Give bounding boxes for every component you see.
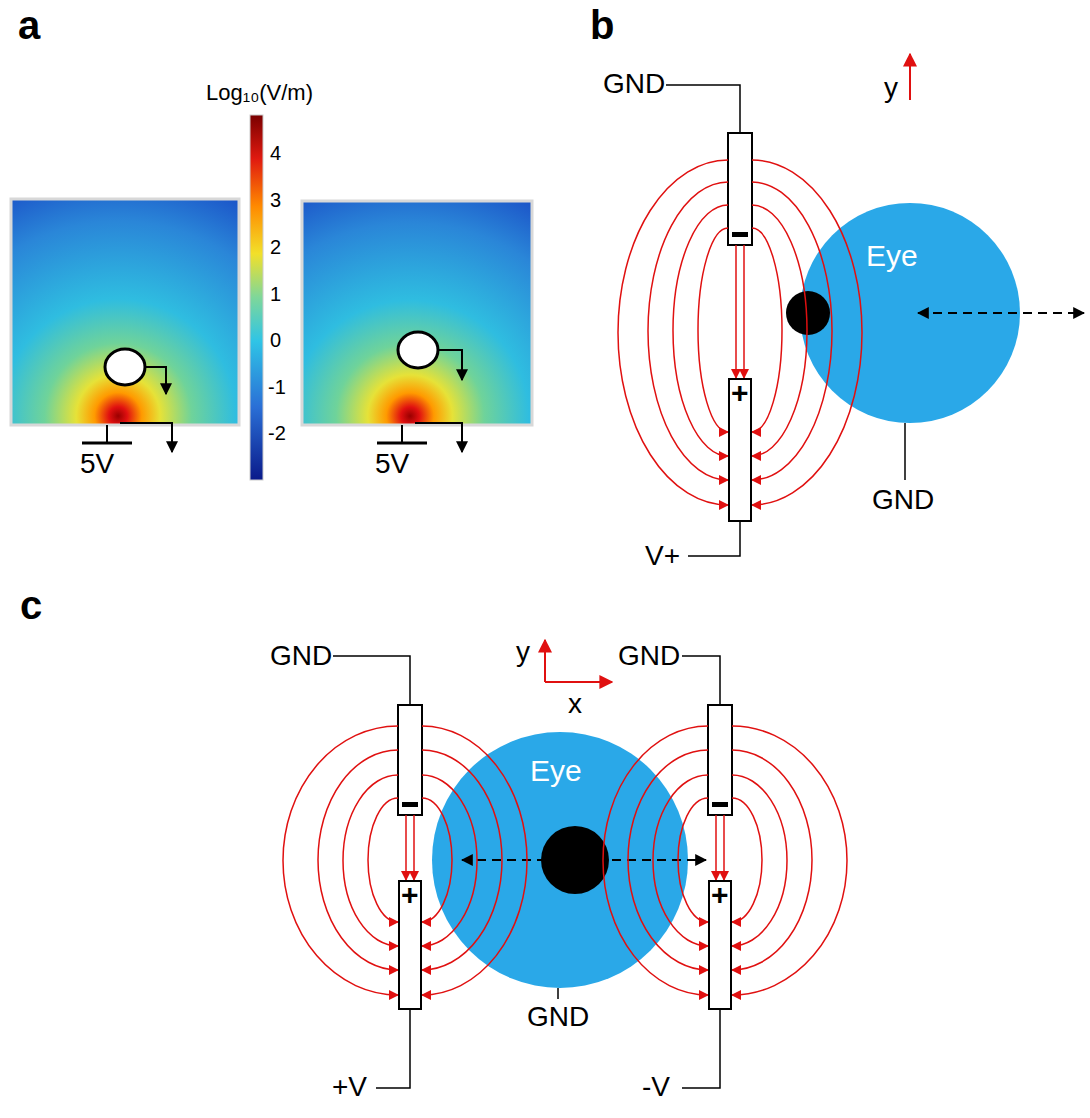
field-line [723,815,725,880]
field-line [678,798,708,922]
label: -1 [268,376,286,399]
field-line [422,798,452,922]
label: 5V [375,448,409,480]
motion-arrow [462,859,706,861]
field-line [343,775,398,946]
minus-mark [402,802,418,807]
eye-region: Eye [432,732,688,988]
field-line [618,160,728,505]
field-line [368,798,398,922]
field-line [735,245,737,378]
field-line [752,182,832,480]
field-line [732,775,787,946]
field-line [752,160,862,505]
electrode [398,705,422,815]
field-line [603,726,708,995]
label: y [884,72,898,104]
field-line [628,750,708,970]
label: GND [270,640,332,672]
label: +V [332,1071,367,1103]
label: GND [872,484,934,516]
label: 0 [270,329,281,352]
eye-label: Eye [866,239,918,272]
label: y [516,636,530,668]
label: GND [527,1001,589,1033]
axis [544,640,546,682]
panel-letter: c [20,582,42,628]
colorbar [250,115,263,480]
field-line [752,228,782,432]
field-line [752,205,807,456]
label: 4 [270,142,281,165]
field-line [732,726,847,995]
wire [557,988,559,999]
axis [909,54,911,100]
wire [904,423,906,480]
panel-letter: a [18,2,40,48]
electrode [708,705,732,815]
label: 5V [80,448,114,480]
field-line [422,726,527,995]
polarity-sign: + [711,878,729,911]
label: x [568,688,582,720]
polarity-sign: + [401,878,419,911]
wire [333,656,410,705]
wire [688,522,740,556]
pupil [786,291,830,335]
field-line [283,726,398,995]
field-line [422,750,502,970]
wire [682,656,720,705]
label: 1 [270,283,281,306]
field-line [715,815,717,880]
label: 3 [270,189,281,212]
electrode: + [708,880,732,1010]
label: Log₁₀(V/m) [206,80,313,105]
field-line [732,750,812,970]
field-line [422,775,477,946]
label: GND [603,68,665,100]
minus-mark [712,802,728,807]
electrode: + [398,880,422,1010]
field-line [743,245,745,378]
label: 2 [270,236,281,259]
field-line [648,182,728,480]
label: -V [642,1071,670,1103]
field-line [732,798,762,922]
field-lines [283,160,862,995]
field-map [11,199,239,452]
wire [682,1010,720,1088]
eye-region: Eye [800,203,1020,423]
label: -2 [268,422,286,445]
eye-label: Eye [530,754,582,787]
minus-mark [732,232,748,237]
wire [376,1010,410,1088]
electrode: + [728,378,752,522]
motion-arrow [918,312,1084,314]
label: V+ [645,540,680,572]
field-line [405,815,407,880]
field-line [653,775,708,946]
wire [666,85,740,133]
electrode [728,133,752,245]
panel-letter: b [590,2,614,48]
field-line [698,228,728,432]
field-line [673,205,728,456]
field-line [413,815,415,880]
field-line [318,750,398,970]
label: GND [618,640,680,672]
field-map [302,201,532,452]
polarity-sign: + [731,376,749,409]
axis [545,681,612,683]
